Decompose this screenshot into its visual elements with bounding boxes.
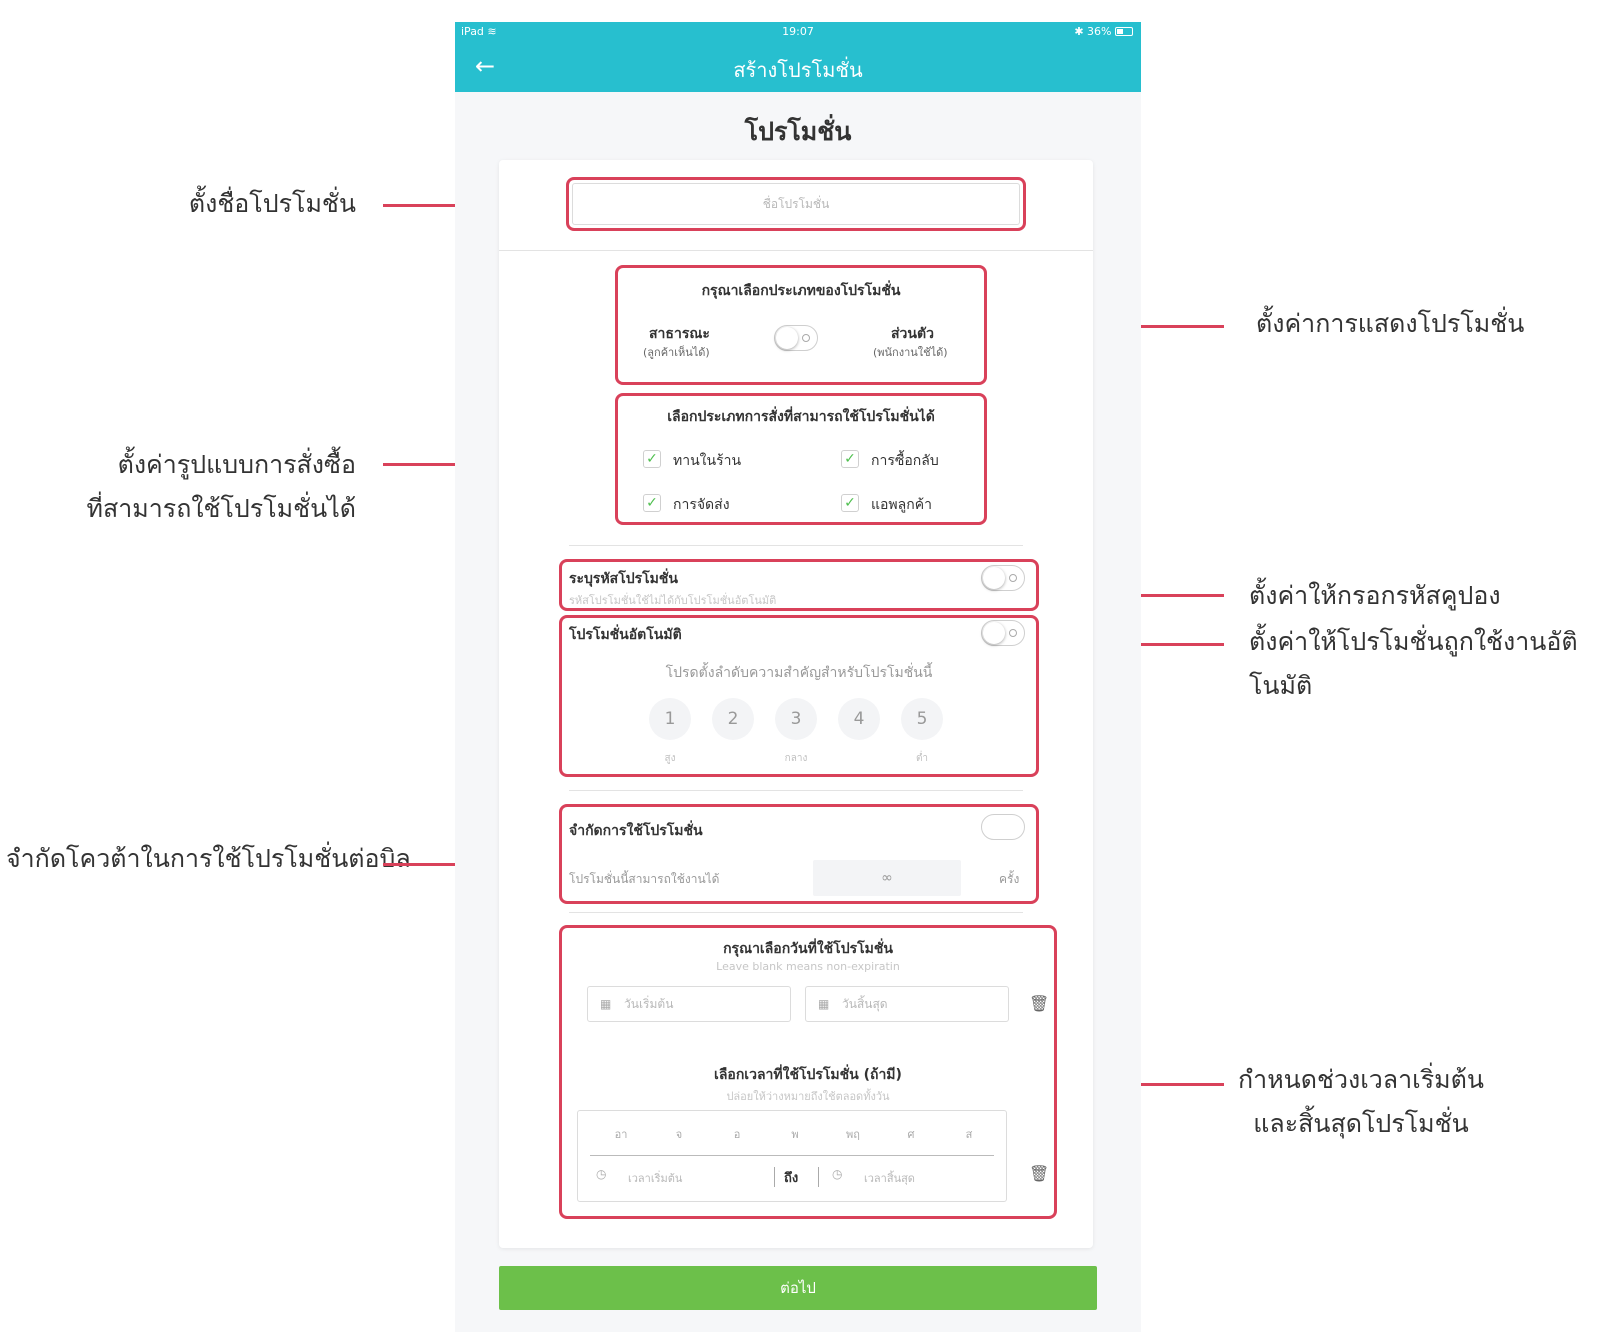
priority-2[interactable]: 2 xyxy=(712,698,754,740)
priority-5[interactable]: 5 xyxy=(901,698,943,740)
order-types-title: เลือกประเภทการสั่งที่สามารถใช้โปรโมชั่นไ… xyxy=(667,409,935,425)
highlight-order-types xyxy=(615,393,987,525)
calendar-icon: ▦ xyxy=(818,997,830,1011)
bluetooth-icon: ✱ xyxy=(1074,25,1084,38)
annotation-display: ตั้งค่าการแสดงโปรโมชั่น xyxy=(1256,309,1525,338)
battery-icon xyxy=(1115,27,1133,36)
auto-promo-title: โปรโมชั่นอัตโนมัติ xyxy=(569,627,682,643)
times-title: เลือกเวลาที่ใช้โปรโมชั่น (ถ้ามี) xyxy=(714,1067,902,1083)
annotation-period-2: และสิ้นสุดโปรโมชั่น xyxy=(1253,1109,1469,1138)
trash-icon[interactable]: 🗑 xyxy=(1029,1164,1050,1183)
highlight-limit xyxy=(559,804,1039,904)
dates-hint: Leave blank means non-expiratin xyxy=(716,960,900,973)
calendar-icon: ▦ xyxy=(600,997,612,1011)
end-date-input[interactable]: ▦วันสิ้นสุด xyxy=(805,986,1009,1022)
divider xyxy=(569,545,1023,546)
highlight-name xyxy=(566,177,1026,231)
device-name: iPad ≋ xyxy=(461,25,497,38)
battery-level: 36% xyxy=(1087,25,1112,38)
status-bar: iPad ≋ 19:07 ✱ 36% xyxy=(455,22,1141,42)
day-sun[interactable]: อา xyxy=(614,1128,628,1141)
priority-1[interactable]: 1 xyxy=(649,698,691,740)
takeaway-label: การซื้อกลับ xyxy=(871,453,939,469)
auto-promo-subtitle: โปรดตั้งลำดับความสำคัญสำหรับโปรโมชั่นนี้ xyxy=(665,665,933,681)
annotation-period-1: กำหนดช่วงเวลาเริ่มต้น xyxy=(1238,1065,1484,1094)
divider xyxy=(569,912,1023,913)
annotation-quota: จำกัดโควต้าในการใช้โปรโมชั่นต่อบิล xyxy=(6,844,411,873)
day-fri[interactable]: ศ xyxy=(907,1128,915,1141)
coupon-toggle[interactable] xyxy=(981,565,1025,591)
dine-in-label: ทานในร้าน xyxy=(673,453,742,469)
auto-promo-toggle[interactable] xyxy=(981,620,1025,646)
public-sub: (ลูกค้าเห็นได้) xyxy=(643,346,710,359)
customer-app-label: แอพลูกค้า xyxy=(871,497,932,513)
annotation-order-type-1: ตั้งค่ารูปแบบการสั่งซื้อ xyxy=(117,450,356,479)
priority-high-label: สูง xyxy=(664,753,676,764)
customer-app-checkbox[interactable]: ✓ xyxy=(841,494,859,512)
dine-in-checkbox[interactable]: ✓ xyxy=(643,450,661,468)
time-picker-box: อา จ อ พ พฤ ศ ส ◷ เวลาเริ่มต้น ถึง ◷ เวล… xyxy=(577,1110,1007,1202)
day-mon[interactable]: จ xyxy=(675,1128,683,1141)
highlight-auto-promo xyxy=(559,615,1039,777)
clock-icon: ◷ xyxy=(596,1167,607,1181)
promotion-name-input[interactable]: ชื่อโปรโมชั่น xyxy=(572,183,1020,225)
to-label: ถึง xyxy=(784,1171,799,1186)
highlight-period xyxy=(559,925,1057,1219)
next-button[interactable]: ต่อไป xyxy=(499,1266,1097,1310)
day-wed[interactable]: พ xyxy=(791,1128,799,1141)
divider xyxy=(499,250,1093,251)
private-sub: (พนักงานใช้ได้) xyxy=(873,346,948,359)
back-arrow-icon[interactable]: ← xyxy=(475,52,496,80)
divider xyxy=(818,1167,819,1187)
public-label: สาธารณะ xyxy=(649,326,710,342)
divider xyxy=(590,1155,994,1156)
ipad-screen: iPad ≋ 19:07 ✱ 36% ← สร้างโปรโมชั่น โปรโ… xyxy=(455,22,1141,1332)
promotion-form-card: ชื่อโปรโมชั่น กรุณาเลือกประเภทของโปรโมชั… xyxy=(499,160,1093,1248)
private-label: ส่วนตัว xyxy=(891,326,934,342)
priority-mid-label: กลาง xyxy=(784,753,808,764)
delivery-label: การจัดส่ง xyxy=(673,497,730,513)
start-time-input[interactable]: เวลาเริ่มต้น xyxy=(628,1172,683,1185)
takeaway-checkbox[interactable]: ✓ xyxy=(841,450,859,468)
dates-title: กรุณาเลือกวันที่ใช้โปรโมชั่น xyxy=(723,941,893,957)
nav-bar: ← สร้างโปรโมชั่น xyxy=(455,42,1141,92)
trash-icon[interactable]: 🗑 xyxy=(1029,994,1050,1013)
limit-unit: ครั้ง xyxy=(999,872,1020,886)
priority-4[interactable]: 4 xyxy=(838,698,880,740)
priority-3[interactable]: 3 xyxy=(775,698,817,740)
wifi-icon: ≋ xyxy=(487,25,497,38)
annotation-name: ตั้งชื่อโปรโมชั่น xyxy=(188,189,356,218)
day-sat[interactable]: ส xyxy=(965,1128,973,1141)
promo-type-title: กรุณาเลือกประเภทของโปรโมชั่น xyxy=(701,283,901,299)
limit-title: จำกัดการใช้โปรโมชั่น xyxy=(569,823,703,839)
limit-text: โปรโมชั่นนี้สามารถใช้งานได้ xyxy=(569,872,720,886)
divider xyxy=(569,790,1023,791)
limit-toggle[interactable] xyxy=(981,814,1025,840)
nav-title: สร้างโปรโมชั่น xyxy=(733,58,863,82)
highlight-coupon xyxy=(559,559,1039,611)
public-private-toggle[interactable] xyxy=(774,325,818,351)
end-time-input[interactable]: เวลาสิ้นสุด xyxy=(864,1172,915,1185)
page-title: โปรโมชั่น xyxy=(744,117,852,146)
coupon-note: รหัสโปรโมชั่นใช้ไม่ได้กับโปรโมชั่นอัตโนม… xyxy=(569,594,777,607)
status-right: ✱ 36% xyxy=(1074,25,1133,38)
start-date-input[interactable]: ▦วันเริ่มต้น xyxy=(587,986,791,1022)
delivery-checkbox[interactable]: ✓ xyxy=(643,494,661,512)
day-tue[interactable]: อ xyxy=(733,1128,741,1141)
annotation-auto: ตั้งค่าให้โปรโมชั่นถูกใช้งานอัติโนมัติ xyxy=(1249,627,1578,700)
annotation-order-type-2: ที่สามารถใช้โปรโมชั่นได้ xyxy=(86,494,356,523)
times-hint: ปล่อยให้ว่างหมายถึงใช้ตลอดทั้งวัน xyxy=(726,1090,890,1103)
limit-value-input[interactable]: ∞ xyxy=(813,860,961,896)
divider xyxy=(774,1167,775,1187)
coupon-title: ระบุรหัสโปรโมชั่น xyxy=(569,571,678,587)
day-thu[interactable]: พฤ xyxy=(846,1128,860,1141)
priority-low-label: ต่ำ xyxy=(915,753,929,764)
highlight-promo-type xyxy=(615,265,987,385)
status-time: 19:07 xyxy=(782,25,814,38)
clock-icon: ◷ xyxy=(832,1167,843,1181)
annotation-coupon: ตั้งค่าให้กรอกรหัสคูปอง xyxy=(1249,581,1501,610)
